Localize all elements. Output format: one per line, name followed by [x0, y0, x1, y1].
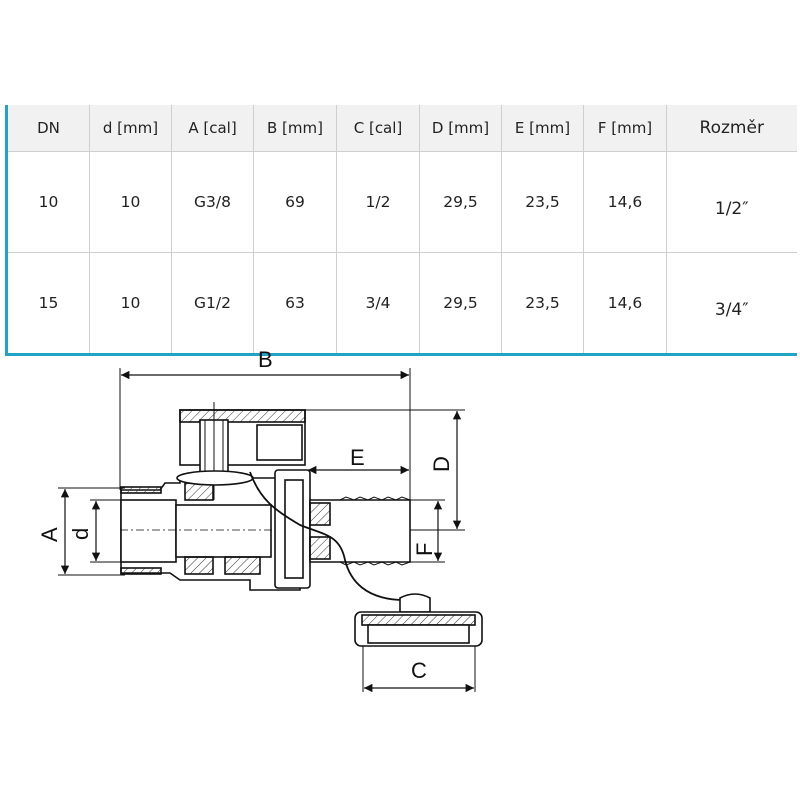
label-e: E: [350, 445, 365, 470]
cell: 14,6: [583, 252, 667, 355]
cell: 63: [253, 252, 337, 355]
valve-nut: [274, 469, 311, 589]
cell: 15: [6, 252, 90, 355]
header-d-mm: D [mm]: [419, 105, 502, 152]
header-d: d [mm]: [89, 105, 172, 152]
cell: 29,5: [419, 151, 502, 253]
header-b: B [mm]: [253, 105, 337, 152]
label-a: A: [37, 527, 62, 542]
dimension-d-inner: [90, 499, 125, 563]
cell: 23,5: [501, 151, 584, 253]
cap-chain: [249, 471, 406, 601]
header-e: E [mm]: [501, 105, 584, 152]
cell: 3/4″: [714, 300, 749, 320]
cell: 14,6: [583, 151, 667, 253]
table-row: 15 10 G1/2 63 3/4 29,5 23,5 14,6 3/4″: [6, 252, 797, 355]
hose-nozzle: [309, 496, 411, 566]
header-dn: DN: [6, 105, 90, 152]
cell: G3/8: [171, 151, 254, 253]
label-f: F: [412, 543, 437, 556]
header-a: A [cal]: [171, 105, 254, 152]
cell: 23,5: [501, 252, 584, 355]
dimension-b: [119, 368, 411, 500]
dimension-c: [362, 640, 476, 693]
header-c: C [cal]: [336, 105, 420, 152]
cell: G1/2: [171, 252, 254, 355]
dimension-a: [58, 487, 125, 576]
valve-handle: [176, 402, 306, 500]
dimension-f: [410, 499, 445, 563]
cell: 3/4: [336, 252, 420, 355]
cell: 10: [89, 252, 172, 355]
label-c: C: [411, 658, 427, 683]
cell: 10: [6, 151, 90, 253]
label-d-height: D: [429, 456, 454, 472]
header-rozmer: Rozměr: [666, 105, 797, 152]
cell: 69: [253, 151, 337, 253]
cell: 1/2″: [666, 151, 797, 253]
label-b: B: [258, 347, 273, 372]
table-header-row: DN d [mm] A [cal] B [mm] C [cal] D [mm] …: [6, 105, 797, 152]
dimensions-table: DN d [mm] A [cal] B [mm] C [cal] D [mm] …: [5, 105, 797, 356]
header-f: F [mm]: [583, 105, 667, 152]
table-row: 10 10 G3/8 69 1/2 29,5 23,5 14,6 1/2″: [6, 151, 797, 253]
cell: 1/2: [336, 151, 420, 253]
hose-cap: [354, 593, 483, 647]
cell: 10: [89, 151, 172, 253]
cell: 29,5: [419, 252, 502, 355]
label-d-inner: d: [68, 528, 93, 540]
